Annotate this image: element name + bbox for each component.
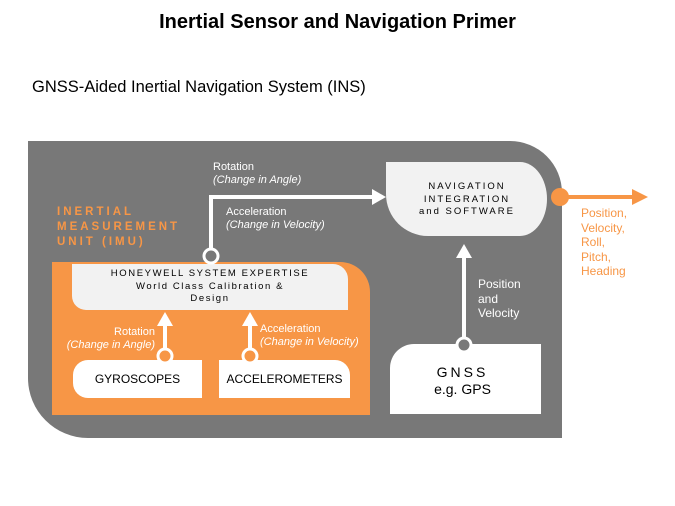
accel-arrow-label-main: Acceleration [260, 323, 321, 335]
output-arrowhead [632, 189, 648, 205]
subtitle: GNSS-Aided Inertial Navigation System (I… [32, 78, 366, 96]
navigation-box [386, 162, 547, 236]
honeywell-box [72, 264, 348, 310]
honeywell-text: HONEYWELL SYSTEM EXPERTISE World Class C… [72, 268, 348, 306]
honeywell-line2: World Class Calibration & [135, 280, 285, 292]
gnss-line2: e.g. GPS [434, 381, 491, 397]
output-item: Heading [581, 264, 626, 278]
output-item: Pitch, [581, 249, 612, 264]
output-item: Position, [581, 206, 628, 220]
imu-label-line1: INERTIAL [57, 206, 135, 218]
imu-label: INERTIAL MEASUREMENT UNIT (IMU) [57, 205, 180, 250]
imu-to-nav-arrowhead [372, 189, 386, 205]
accel-arrow-label-sub: (Change in Velocity) [260, 336, 359, 348]
top-rotation-label: Rotation (Change in Angle) [213, 161, 301, 187]
accelerometers-label: ACCELEROMETERS [226, 372, 343, 386]
top-acceleration-label-sub: (Change in Velocity) [226, 219, 325, 231]
imu-to-nav-connector [209, 195, 374, 252]
gnss-arrowhead [456, 244, 472, 258]
gyro-node [156, 347, 174, 365]
gnss-arrow-label-line2: and [478, 291, 499, 306]
accel-arrow-label: Acceleration (Change in Velocity) [260, 323, 359, 349]
top-acceleration-label-main: Acceleration [226, 206, 287, 218]
top-rotation-label-sub: (Change in Angle) [213, 174, 302, 186]
gyroscopes-label: GYROSCOPES [94, 372, 181, 386]
navigation-line1: NAVIGATION [428, 181, 506, 192]
gnss-box [390, 344, 541, 414]
output-node [551, 188, 569, 206]
gnss-line1: GNSS [436, 364, 489, 380]
accel-arrowhead [242, 312, 258, 326]
accelerometers-box [219, 360, 350, 398]
output-list: Position, Velocity, Roll, Pitch, Heading [581, 206, 627, 279]
navigation-text: NAVIGATION INTEGRATION and SOFTWARE [392, 181, 542, 219]
output-item: Velocity, [581, 220, 625, 235]
gnss-arrow-label: Position and Velocity [478, 277, 521, 321]
accel-node [241, 347, 259, 365]
imu-label-line2: MEASUREMENT [57, 221, 181, 233]
gyro-arrow-label-sub: (Change in Angle) [66, 339, 155, 351]
navigation-line2: INTEGRATION [423, 193, 511, 205]
top-acceleration-label: Acceleration (Change in Velocity) [226, 206, 325, 232]
gyro-arrow-label: Rotation (Change in Angle) [55, 326, 155, 352]
honeywell-line3: Design [190, 293, 230, 304]
gnss-arrow-label-line1: Position [478, 277, 521, 291]
gnss-text: GNSS e.g. GPS [395, 364, 530, 398]
navigation-line3: and SOFTWARE [419, 206, 515, 217]
gyroscopes-box [73, 360, 202, 398]
gyro-arrow-label-main: Rotation [114, 326, 155, 338]
gnss-node [455, 336, 473, 354]
output-item: Roll, [581, 235, 606, 249]
page-title: Inertial Sensor and Navigation Primer [159, 11, 516, 33]
imu-connector-node [202, 247, 220, 265]
imu-label-line3: UNIT (IMU) [57, 236, 146, 248]
gyro-arrowhead [157, 312, 173, 326]
top-rotation-label-main: Rotation [213, 161, 254, 173]
gnss-arrow-label-line3: Velocity [478, 306, 520, 320]
honeywell-line1: HONEYWELL SYSTEM EXPERTISE [110, 268, 310, 279]
